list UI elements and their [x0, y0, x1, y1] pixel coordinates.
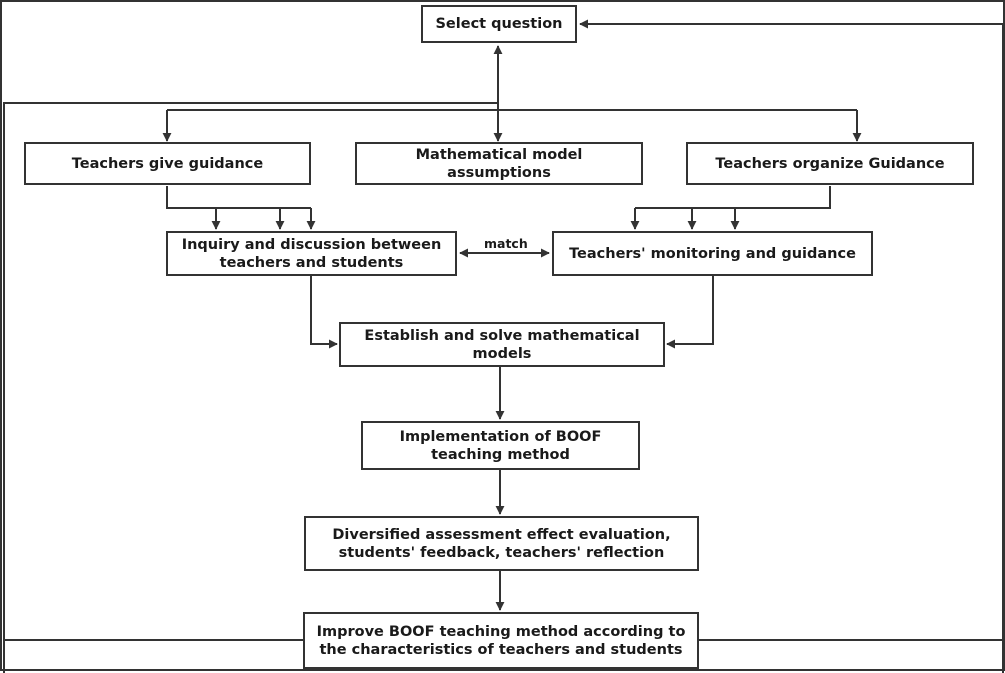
edge-right-collector — [635, 186, 831, 209]
node-diversified-assessment: Diversified assessment effect evaluation… — [304, 516, 699, 571]
node-mathematical-model-assumptions: Mathematical model assumptions — [355, 142, 643, 185]
edge-left-collector — [166, 186, 311, 209]
edge-monitoring-to-establish — [666, 276, 714, 349]
edge-loop-left — [3, 102, 498, 673]
edge-inquiry-to-establish — [310, 276, 338, 349]
node-select-question: Select question — [421, 5, 577, 43]
node-establish-solve: Establish and solve mathematical models — [339, 322, 665, 367]
node-implementation: Implementation of BOOF teaching method — [361, 421, 640, 470]
node-teachers-monitoring: Teachers' monitoring and guidance — [552, 231, 873, 276]
node-teachers-give-guidance: Teachers give guidance — [24, 142, 311, 185]
node-teachers-organize-guidance: Teachers organize Guidance — [686, 142, 974, 185]
node-inquiry-discussion: Inquiry and discussion between teachers … — [166, 231, 457, 276]
edge-label-match: match — [484, 236, 528, 251]
node-improve-boof: Improve BOOF teaching method according t… — [303, 612, 699, 669]
